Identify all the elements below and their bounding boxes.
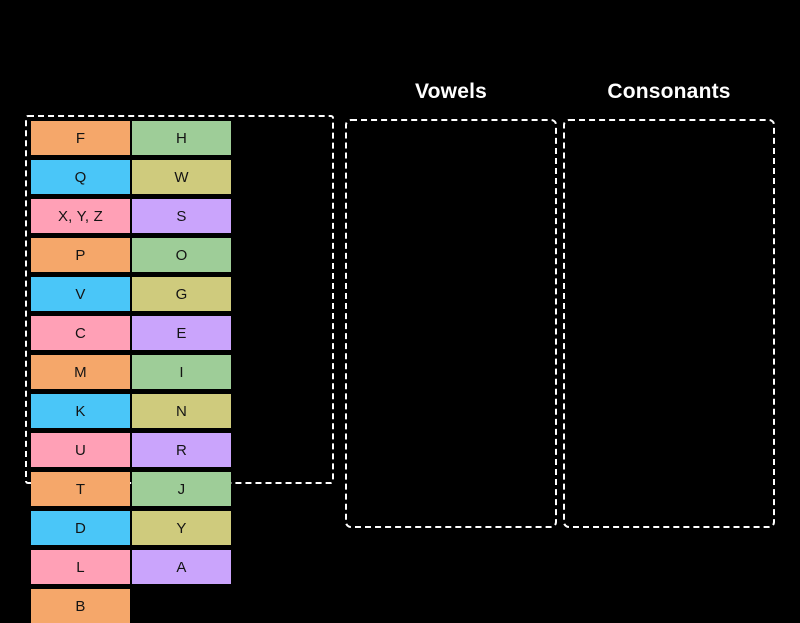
letter-tile[interactable]: H [132, 121, 231, 155]
letter-tile[interactable]: G [132, 277, 231, 311]
letter-tile[interactable]: X, Y, Z [31, 199, 130, 233]
letter-tile[interactable]: C [31, 316, 130, 350]
letter-tile[interactable]: P [31, 238, 130, 272]
letter-tile[interactable]: A [132, 550, 231, 584]
letter-tile[interactable]: K [31, 394, 130, 428]
letter-tile[interactable]: I [132, 355, 231, 389]
letter-tile[interactable]: N [132, 394, 231, 428]
letter-tile[interactable]: T [31, 472, 130, 506]
letter-tile[interactable]: V [31, 277, 130, 311]
consonants-zone-title: Consonants [607, 80, 731, 103]
letter-tile[interactable]: R [132, 433, 231, 467]
letter-tile[interactable]: O [132, 238, 231, 272]
letter-tile[interactable]: F [31, 121, 130, 155]
vowels-drop-zone[interactable] [345, 119, 557, 528]
consonants-drop-zone[interactable] [563, 119, 775, 528]
letter-tile[interactable]: M [31, 355, 130, 389]
letter-tile[interactable]: Y [132, 511, 231, 545]
letter-tile[interactable]: W [132, 160, 231, 194]
letter-tile[interactable]: U [31, 433, 130, 467]
letter-tile[interactable]: D [31, 511, 130, 545]
letter-tile[interactable]: B [31, 589, 130, 623]
vowels-zone-title: Vowels [414, 80, 487, 103]
letter-tile[interactable]: J [132, 472, 231, 506]
letter-tile[interactable]: Q [31, 160, 130, 194]
letter-tile[interactable]: E [132, 316, 231, 350]
letter-tile[interactable]: L [31, 550, 130, 584]
letter-tile[interactable]: S [132, 199, 231, 233]
